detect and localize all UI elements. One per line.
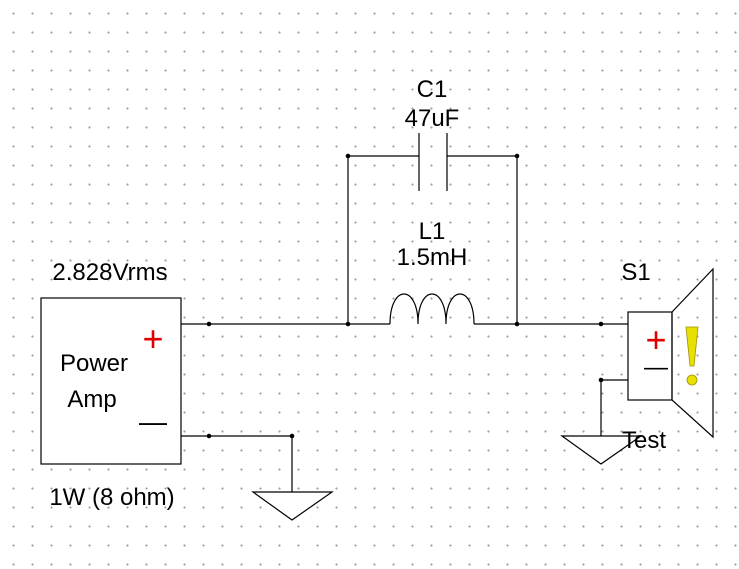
ground-symbol-speaker bbox=[560, 435, 643, 465]
power-amp-box[interactable] bbox=[40, 297, 182, 465]
source-name-line2: Amp bbox=[67, 386, 116, 413]
ground-symbol-amp bbox=[251, 491, 334, 521]
junction-dot bbox=[206, 433, 212, 439]
junction-dot bbox=[514, 153, 520, 159]
speaker-minus-sign: — bbox=[644, 354, 668, 381]
junction-dot bbox=[345, 321, 351, 327]
speaker-indicator-icon bbox=[685, 326, 699, 367]
speaker-plus-sign: + bbox=[645, 319, 666, 360]
source-name-line1: Power bbox=[60, 350, 128, 377]
inductor-coil[interactable] bbox=[389, 293, 475, 325]
source-voltage: 2.828Vrms bbox=[52, 259, 167, 286]
junction-dot bbox=[206, 321, 212, 327]
junction-dot bbox=[289, 433, 295, 439]
junction-dot bbox=[345, 153, 351, 159]
amp-minus-sign: — bbox=[139, 406, 167, 437]
speaker-cone bbox=[671, 267, 714, 439]
inductor-ref: L1 bbox=[419, 218, 446, 245]
junction-dot bbox=[598, 377, 604, 383]
capacitor-ref: C1 bbox=[417, 76, 448, 103]
source-rating: 1W (8 ohm) bbox=[49, 484, 174, 511]
junction-dot bbox=[514, 321, 520, 327]
speaker-indicator-dot bbox=[686, 374, 698, 386]
amp-plus-sign: + bbox=[142, 318, 163, 359]
speaker-label: Test bbox=[622, 427, 666, 454]
speaker-ref: S1 bbox=[621, 259, 650, 286]
inductor-value: 1.5mH bbox=[397, 244, 468, 271]
speaker-box[interactable] bbox=[627, 311, 673, 401]
junction-dot bbox=[598, 321, 604, 327]
capacitor-value: 47uF bbox=[405, 105, 460, 132]
